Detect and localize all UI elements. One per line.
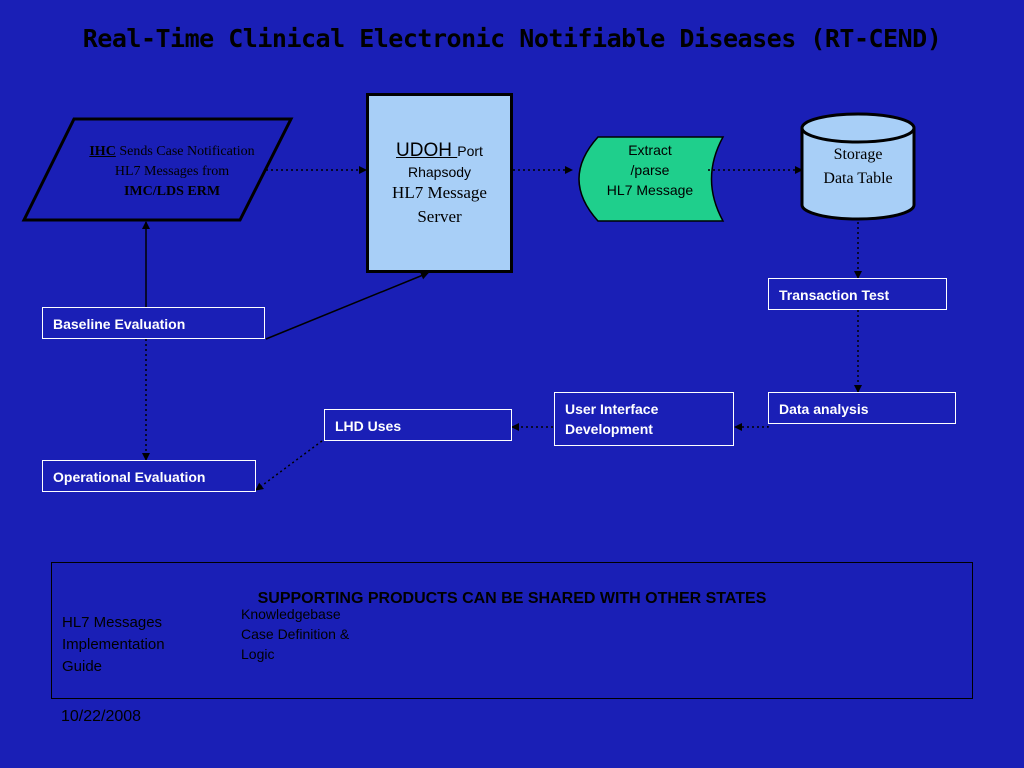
- guide-line3: Guide: [62, 658, 103, 675]
- udoh-rhapsody: Rhapsody: [407, 164, 472, 180]
- user-interface-box: User Interface Development: [554, 392, 734, 446]
- ihc-label: IHC Sends Case Notification HL7 Messages…: [62, 142, 282, 202]
- storage-line1: Storage: [833, 146, 883, 163]
- kb-line2: Case Definition &: [241, 626, 350, 642]
- arrow-lhd-to-operational: [255, 437, 327, 491]
- lhd-uses-box: LHD Uses: [324, 409, 512, 441]
- ihc-line3: IMC/LDS ERM: [123, 184, 221, 199]
- extract-line2: /parse: [630, 162, 670, 178]
- kb-line3: Logic: [241, 646, 275, 662]
- operational-evaluation-box: Operational Evaluation: [42, 460, 256, 492]
- arrow-baseline-to-udoh: [265, 271, 429, 340]
- ihc-abbrev: IHC: [89, 144, 116, 159]
- udoh-server-box: UDOH Port Rhapsody HL7 Message Server: [366, 93, 513, 273]
- page-title: Real-Time Clinical Electronic Notifiable…: [82, 24, 942, 53]
- guide-line1: HL7 Messages: [62, 614, 163, 631]
- udoh-server: Server: [417, 207, 462, 226]
- supporting-products-box: [51, 562, 973, 699]
- baseline-evaluation-box: Baseline Evaluation: [42, 307, 265, 339]
- guide-line2: Implementation: [62, 636, 165, 653]
- ihc-line1: Sends Case Notification: [115, 144, 255, 159]
- udoh-hl7-message: HL7 Message: [392, 183, 487, 202]
- user-interface-line2: Development: [565, 421, 653, 437]
- extract-label: Extract /parse HL7 Message: [588, 140, 712, 200]
- transaction-test-box: Transaction Test: [768, 278, 947, 310]
- arrow-analysis-to-ui: [734, 423, 769, 431]
- ihc-parallelogram: [21, 117, 294, 222]
- data-analysis-box: Data analysis: [768, 392, 956, 424]
- extract-shape: [578, 136, 725, 222]
- slide-date: 10/22/2008: [61, 708, 142, 725]
- udoh-label: UDOH: [396, 140, 458, 161]
- storage-label: Storage Data Table: [802, 143, 914, 191]
- ihc-line2: HL7 Messages from: [114, 164, 230, 179]
- udoh-port: Port: [457, 143, 483, 159]
- storage-cylinder: [800, 112, 916, 221]
- hl7-implementation-guide: HL7 Messages Implementation Guide: [62, 612, 165, 678]
- kb-line1: Knowledgebase: [241, 606, 341, 622]
- extract-line1: Extract: [628, 142, 672, 158]
- knowledgebase-text: Knowledgebase Case Definition & Logic: [241, 604, 349, 664]
- storage-line2: Data Table: [823, 170, 893, 187]
- extract-line3: HL7 Message: [606, 182, 694, 198]
- user-interface-line1: User Interface: [565, 401, 659, 417]
- supporting-products-title: SUPPORTING PRODUCTS CAN BE SHARED WITH O…: [257, 590, 767, 607]
